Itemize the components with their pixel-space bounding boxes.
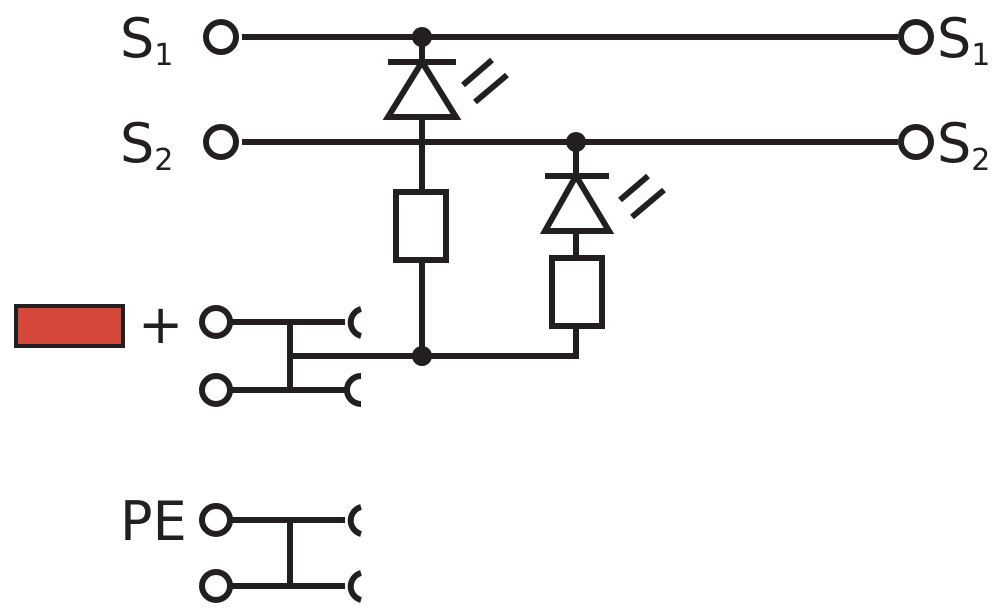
s1-left-terminal	[203, 19, 239, 55]
color-marker	[14, 304, 125, 348]
plus-jumper-slot-b	[344, 373, 362, 407]
plus-label: +	[138, 293, 183, 356]
junction-dot-s2	[566, 132, 586, 152]
light-emission-arrows-icon	[618, 173, 666, 220]
resistor-icon	[549, 255, 605, 329]
pe-terminal-b	[199, 569, 233, 603]
s1-right-label: S1	[937, 7, 990, 73]
plus-terminal-b	[199, 373, 233, 407]
led-diode-icon	[539, 170, 615, 234]
junction-dot-s1	[412, 27, 432, 47]
plus-jumper-slot-a	[347, 306, 363, 339]
resistor-icon	[393, 189, 449, 263]
s2-right-label: S2	[937, 112, 990, 178]
led-diode-icon	[382, 56, 462, 120]
s1-left-label: S1	[120, 7, 173, 73]
pe-jumper-slot-b	[347, 570, 363, 603]
s2-left-terminal	[203, 124, 239, 160]
s2-right-terminal	[898, 124, 934, 160]
light-emission-arrows-icon	[461, 57, 509, 105]
s2-left-label: S2	[120, 112, 173, 178]
pe-terminal-a	[199, 503, 233, 537]
pe-jumper-slot-a	[347, 504, 363, 537]
s1-right-terminal	[898, 19, 934, 55]
junction-dot-common	[412, 346, 432, 366]
plus-terminal-a	[199, 305, 233, 339]
pe-label: PE	[120, 490, 187, 553]
